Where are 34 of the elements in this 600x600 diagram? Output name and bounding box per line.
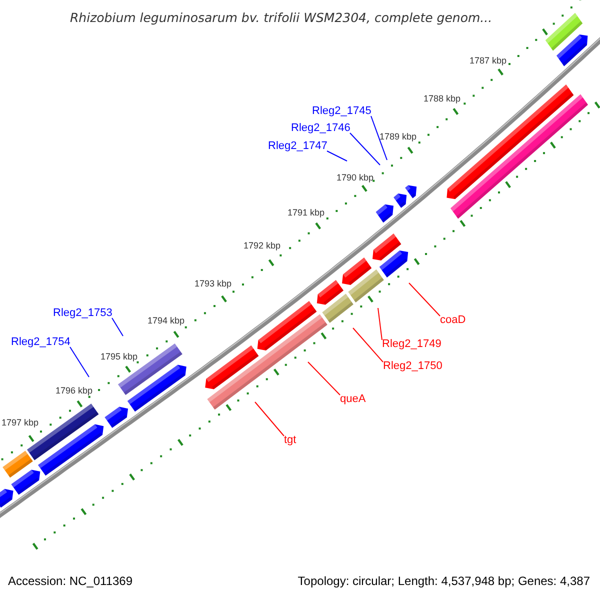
leader-line [378, 308, 382, 340]
position-label: 1789 kbp [379, 132, 417, 142]
position-label: 1790 kbp [336, 174, 374, 182]
leader-line [254, 402, 284, 436]
position-label: 1787 kbp [469, 56, 507, 66]
position-label: 1795 kbp [100, 352, 138, 362]
title: Rhizobium leguminosarum bv. trifolii WSM2304, complete genom... [70, 9, 492, 27]
gene-label: Rleg2_1753 [53, 307, 112, 320]
gene-label: tgt [284, 434, 296, 447]
leader-line [70, 346, 90, 378]
leader-line [370, 116, 388, 160]
genome-stats: Topology: circular; Length: 4,537,948 bp; Genes: 4,387 [298, 574, 590, 589]
position-label: 1793 kbp [194, 280, 232, 288]
gene-label: Rleg2_1749 [382, 338, 442, 351]
position-label: 1791 kbp [287, 208, 325, 218]
gene-label: Rleg2_1747 [268, 140, 328, 153]
position-label: 1797 kbp [1, 418, 39, 428]
gene-label: Rleg2_1754 [11, 336, 70, 349]
position-label: 1792 kbp [243, 242, 281, 250]
gene-label: Rleg2_1746 [291, 122, 350, 135]
gene-label: Rleg2_1750 [383, 360, 442, 373]
position-label: 1796 kbp [55, 386, 93, 396]
leader-line [408, 282, 440, 316]
leader-line [308, 362, 340, 396]
gene-label: queA [340, 393, 366, 406]
leader-line [326, 150, 348, 162]
accession-number: Accession: NC_011369 [8, 574, 133, 589]
gene-label: coaD [440, 314, 466, 327]
position-label: 1788 kbp [423, 94, 461, 104]
leader-line [112, 318, 124, 336]
leader-line [350, 132, 380, 166]
position-label: 1794 kbp [147, 316, 185, 326]
gene-label: Rleg2_1745 [312, 105, 372, 118]
leader-line [352, 328, 384, 362]
